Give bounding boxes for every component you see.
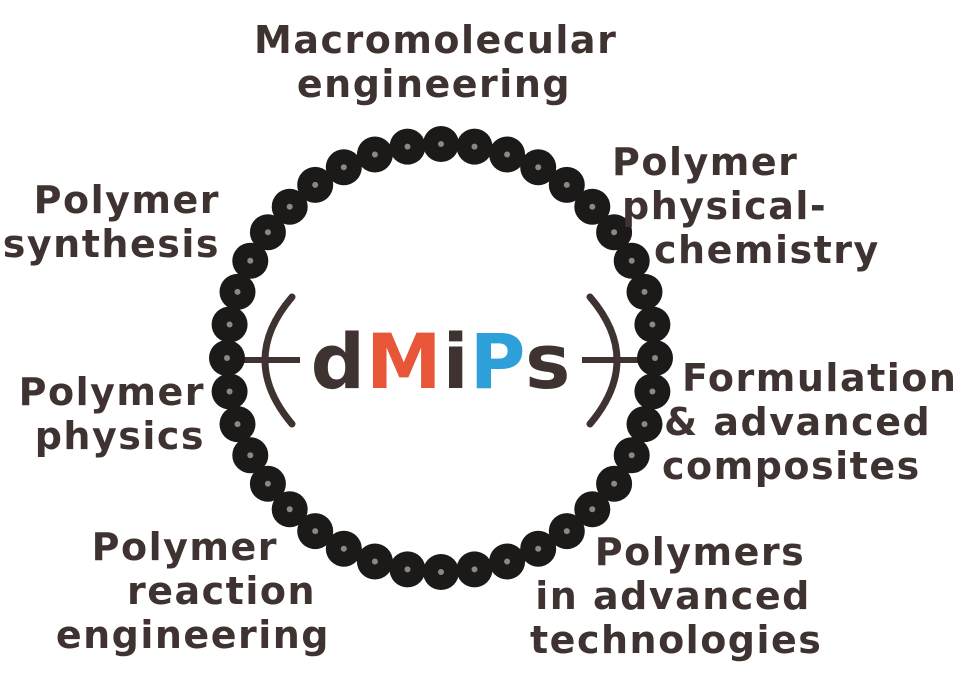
bead — [219, 273, 256, 310]
bead — [596, 214, 633, 251]
bead — [209, 340, 245, 376]
bead — [271, 491, 308, 528]
bead-ring — [209, 126, 673, 590]
label-polymer-physical-chemistry: Polymer physical- chemistry — [598, 140, 878, 272]
left-parenthesis — [261, 293, 296, 428]
logo-letter: d — [311, 317, 366, 406]
bead — [520, 149, 557, 186]
bead — [232, 437, 269, 474]
label-macromolecular-engineering: Macromolecular engineering — [254, 18, 618, 106]
dmips-logo: dMiPs — [311, 317, 572, 406]
bead — [249, 465, 286, 502]
label-polymer-reaction-engineering: Polymer reaction engineering — [40, 525, 330, 657]
label-line: engineering — [55, 613, 330, 657]
label-line: in advanced — [535, 574, 811, 618]
label-line: Polymers — [594, 530, 806, 574]
bead — [626, 273, 663, 310]
label-line: Formulation — [682, 356, 958, 400]
label-line: Macromolecular — [254, 18, 618, 62]
bead — [548, 513, 585, 550]
label-line: synthesis — [2, 222, 220, 266]
logo-letter: i — [443, 317, 470, 406]
label-line: & advanced — [664, 400, 932, 444]
bead — [574, 188, 611, 225]
bead — [634, 306, 671, 343]
bead — [613, 437, 650, 474]
logo-letter: P — [470, 317, 525, 406]
label-polymers-advanced-technologies: Polymers in advanced technologies — [520, 530, 823, 662]
label-line: Polymer — [612, 140, 799, 184]
bead — [325, 149, 362, 186]
bead — [634, 373, 671, 410]
bead — [489, 136, 526, 173]
bead — [423, 126, 459, 162]
label-line: Polymer — [91, 525, 278, 569]
bead — [574, 491, 611, 528]
bead — [271, 188, 308, 225]
right-parenthesis — [586, 293, 621, 428]
bead — [219, 406, 256, 443]
bead — [325, 530, 362, 567]
bead — [232, 242, 269, 279]
logo-letter: s — [525, 317, 571, 406]
bead — [249, 214, 286, 251]
bead — [356, 136, 393, 173]
label-line: Polymer — [33, 178, 220, 222]
bead — [389, 128, 426, 165]
label-line: physical- — [622, 184, 828, 228]
bead — [637, 340, 673, 376]
bead — [456, 128, 493, 165]
bead — [548, 166, 585, 203]
label-line: composites — [662, 444, 921, 488]
bead — [356, 543, 393, 580]
label-formulation-composites: Formulation & advanced composites — [654, 356, 958, 488]
label-line: Polymer — [18, 370, 205, 414]
bead — [211, 306, 248, 343]
bead — [297, 513, 334, 550]
label-line: engineering — [296, 62, 572, 106]
bead — [211, 373, 248, 410]
label-polymer-synthesis: Polymer synthesis — [0, 178, 220, 266]
bead — [613, 242, 650, 279]
bead — [423, 554, 459, 590]
bead — [389, 551, 426, 588]
logo-letter: M — [366, 317, 443, 406]
label-line: chemistry — [654, 228, 880, 272]
label-line: physics — [34, 414, 205, 458]
label-line: reaction — [126, 569, 316, 613]
bead — [596, 465, 633, 502]
label-polymer-physics: Polymer physics — [0, 370, 205, 458]
bead — [456, 551, 493, 588]
bead — [297, 166, 334, 203]
bead — [520, 530, 557, 567]
bead — [626, 406, 663, 443]
label-line: technologies — [530, 618, 823, 662]
bead — [489, 543, 526, 580]
